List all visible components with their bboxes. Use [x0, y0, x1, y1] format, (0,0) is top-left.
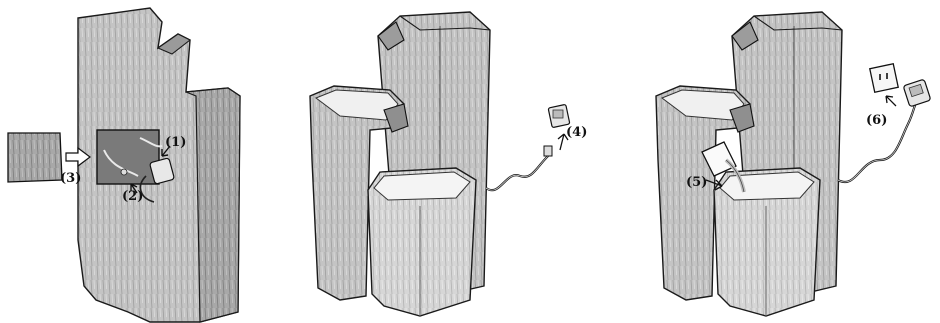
wall-outlet-icon	[870, 64, 898, 92]
step-label-5: (5)	[686, 175, 707, 190]
compartment-cover-plate	[8, 133, 62, 182]
step-label-4: (4)	[566, 125, 587, 140]
panel-3-filling-view: (5) (6)	[656, 12, 931, 316]
pump-compartment	[97, 130, 159, 184]
power-cord-icon	[486, 156, 548, 190]
panel-1-back-view: (1) (2) (3)	[8, 8, 240, 322]
plug-adapter-icon	[903, 79, 931, 107]
lower-basin-water	[374, 172, 470, 200]
step-label-2: (2)	[122, 189, 143, 204]
panel-2-front-view: (4)	[310, 12, 587, 316]
step-label-6: (6)	[866, 113, 887, 128]
step-label-3: (3)	[60, 171, 81, 186]
arrow-icon	[886, 96, 896, 106]
step-label-1: (1)	[165, 135, 186, 150]
lower-basin-water	[720, 172, 814, 200]
